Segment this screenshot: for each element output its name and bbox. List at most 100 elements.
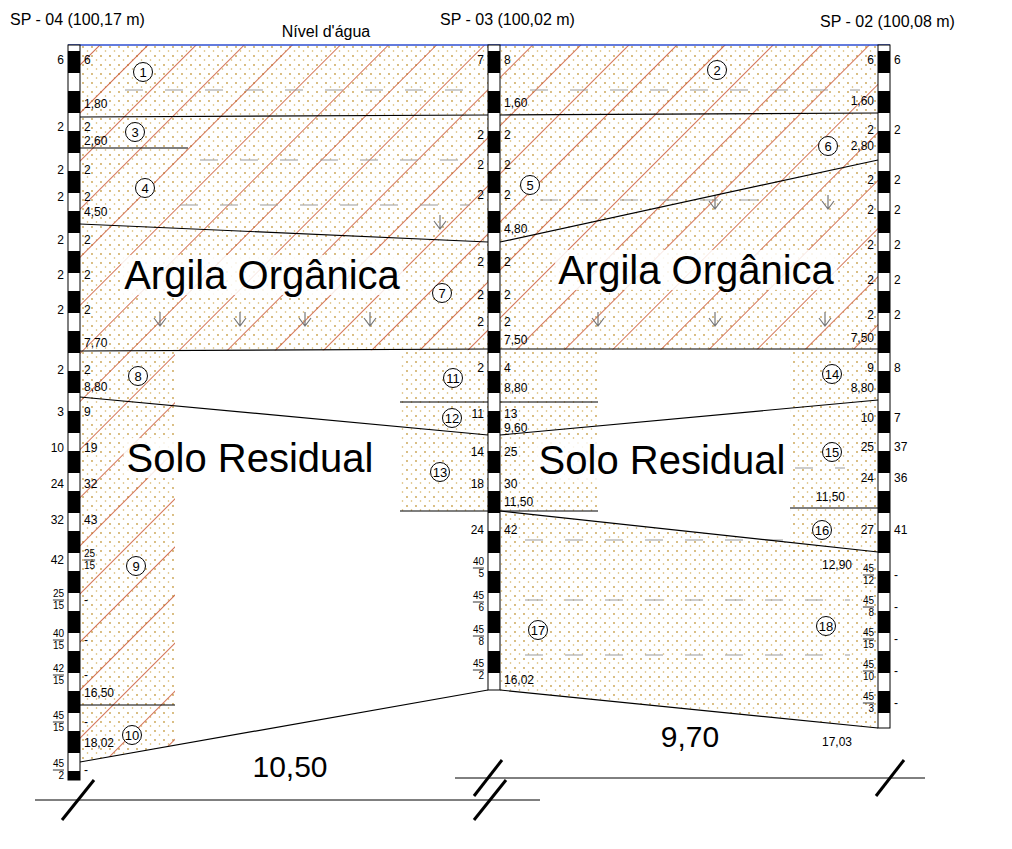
spt-value: 2 [894,309,901,321]
water-level-line [68,44,890,46]
drawing-stroke [878,651,890,673]
drawing-stroke [488,251,500,273]
drawing-stroke [878,491,890,513]
spt-value: 25 [504,446,517,458]
depth-label: 1,60 [851,95,874,107]
spt-fraction: 45 [863,596,874,606]
drawing-stroke [68,91,80,113]
drawing-stroke [80,704,175,705]
spt-fraction: 45 [53,759,64,769]
callout-number: 4 [135,178,155,198]
spt-value: 2 [477,256,484,268]
drawing-stroke [80,45,878,351]
depth-label: 8,80 [504,382,527,394]
drawing-stroke [878,251,890,273]
spt-value: 2 [57,364,64,376]
depth-label: 1,60 [504,97,527,109]
spt-value: 2 [477,189,484,201]
spt-value: 32 [51,514,64,526]
drawing-stroke [488,91,500,113]
spt-value: 2 [894,274,901,286]
borehole-title: SP - 02 (100,08 m) [820,14,955,30]
spt-fraction: 45 [863,692,874,702]
drawing-stroke [488,171,500,193]
spt-value: 2 [867,309,874,321]
drawing-stroke [154,312,166,326]
spt-fraction: 45 [473,625,484,635]
drawing-stroke [790,349,878,552]
depth-label: 4,80 [504,223,527,235]
spt-value: 18 [471,478,484,490]
drawing-stroke [364,312,376,326]
borehole-bars [68,45,890,780]
depth-label: 2,80 [851,140,874,152]
spt-value: 4 [504,362,511,374]
spt-value: 36 [894,472,907,484]
spt-fraction: 42 [53,664,64,674]
drawing-stroke [488,571,500,593]
spt-value: 2 [84,191,91,203]
spt-fraction: 15 [53,601,64,611]
spt-value: 2 [504,316,511,328]
spt-value: - [84,716,88,728]
drawing-stroke [488,291,500,313]
depth-label: 8,80 [851,382,874,394]
spt-value: 2 [504,256,511,268]
spt-value: - [84,764,88,776]
spt-value: 6 [894,54,901,66]
spt-value: 14 [471,446,484,458]
drawing-stroke [68,51,80,73]
spt-value: 13 [504,408,517,420]
spt-fraction: 2 [478,671,484,681]
spt-fraction: 15 [53,723,64,733]
drawing-stroke [500,511,878,552]
callout-number: 1 [133,62,153,82]
spt-value: 6 [57,54,64,66]
organic-clay-fill [80,45,878,351]
spt-value: 2 [867,239,874,251]
drawing-stroke [878,91,890,113]
callout-number: 12 [442,408,462,428]
spt-value: 32 [84,478,97,490]
drawing-stroke [878,171,890,193]
layer-boundaries [80,113,878,762]
spt-value: 2 [504,159,511,171]
depth-label: 11,50 [504,496,533,508]
spt-value: 8 [504,54,511,66]
depth-label: 4,50 [84,206,107,218]
drawing-stroke [525,655,850,656]
drawing-stroke [180,205,470,206]
spt-value: 30 [504,478,517,490]
drawing-stroke [488,411,500,433]
spt-value: 2 [57,191,64,203]
drawing-stroke [488,371,500,393]
depth-label: 17,03 [822,736,852,748]
spt-value: 2 [57,234,64,246]
spt-value: - [894,697,898,709]
drawing-stroke [488,131,500,153]
spt-fraction: 15 [863,640,874,650]
drawing-stroke [68,651,80,673]
dimension-value: 10,50 [252,752,327,782]
spt-value: - [84,634,88,646]
spt-fraction: 8 [478,637,484,647]
drawing-stroke [488,611,500,633]
spt-fraction: 40 [53,629,64,639]
callout-number: 9 [126,556,146,576]
drawing-stroke [68,251,80,273]
spt-value: 2 [477,159,484,171]
drawing-stroke [68,291,80,313]
spt-value: 2 [894,174,901,186]
drawing-stroke [474,780,506,820]
drawing-stroke [878,291,890,313]
drawing-stroke [540,200,760,201]
spt-value: - [894,633,898,645]
drawing-stroke [400,510,488,511]
spt-fraction: 45 [863,564,874,574]
drawing-stroke [68,371,80,393]
spt-value: 24 [861,472,874,484]
drawing-stroke [488,651,500,673]
callout-number: 8 [128,366,148,386]
spt-value: 2 [867,124,874,136]
